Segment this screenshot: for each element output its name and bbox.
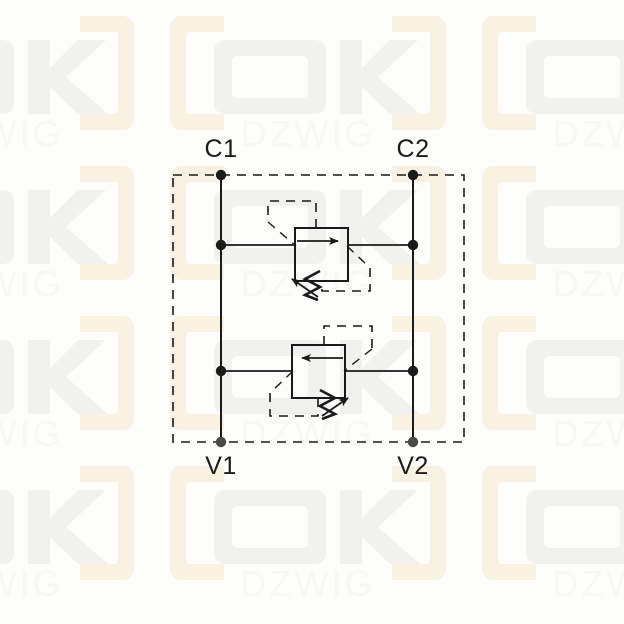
lower-valve-spring [317, 388, 339, 421]
port-node-v1 [215, 436, 227, 448]
upper-valve-drain-loop [321, 268, 371, 292]
upper-valve-pilot-loop [267, 200, 317, 228]
port-label-c1: C1 [205, 135, 238, 163]
port-node-c1 [215, 169, 227, 181]
upper-valve-body [294, 227, 349, 282]
valve-enclosure-dashed-border [172, 174, 465, 443]
upper-valve-drain-diagonal [346, 245, 371, 269]
junction-dot-left-upper [215, 239, 227, 251]
junction-dot-left-lower [215, 365, 227, 377]
port-label-v1: V1 [205, 452, 237, 480]
upper-valve-assembly [221, 200, 413, 302]
lower-valve-drain-diagonal [269, 370, 294, 394]
lower-valve-pilot-diagonal [343, 348, 373, 372]
junction-dot-right-lower [407, 365, 419, 377]
lower-valve-drain-loop [269, 393, 319, 417]
port-node-c2 [407, 169, 419, 181]
port-label-v2: V2 [397, 452, 429, 480]
upper-valve-adjust-arrow [291, 278, 319, 298]
upper-valve-pilot-diagonal [267, 221, 297, 247]
upper-valve-spring [301, 269, 323, 302]
lower-valve-assembly [221, 325, 413, 421]
lower-valve-adjust-arrow [321, 397, 349, 417]
port-node-v2 [407, 436, 419, 448]
lower-valve-body [291, 344, 346, 399]
port-label-c2: C2 [397, 135, 430, 163]
junction-dot-right-upper [407, 239, 419, 251]
